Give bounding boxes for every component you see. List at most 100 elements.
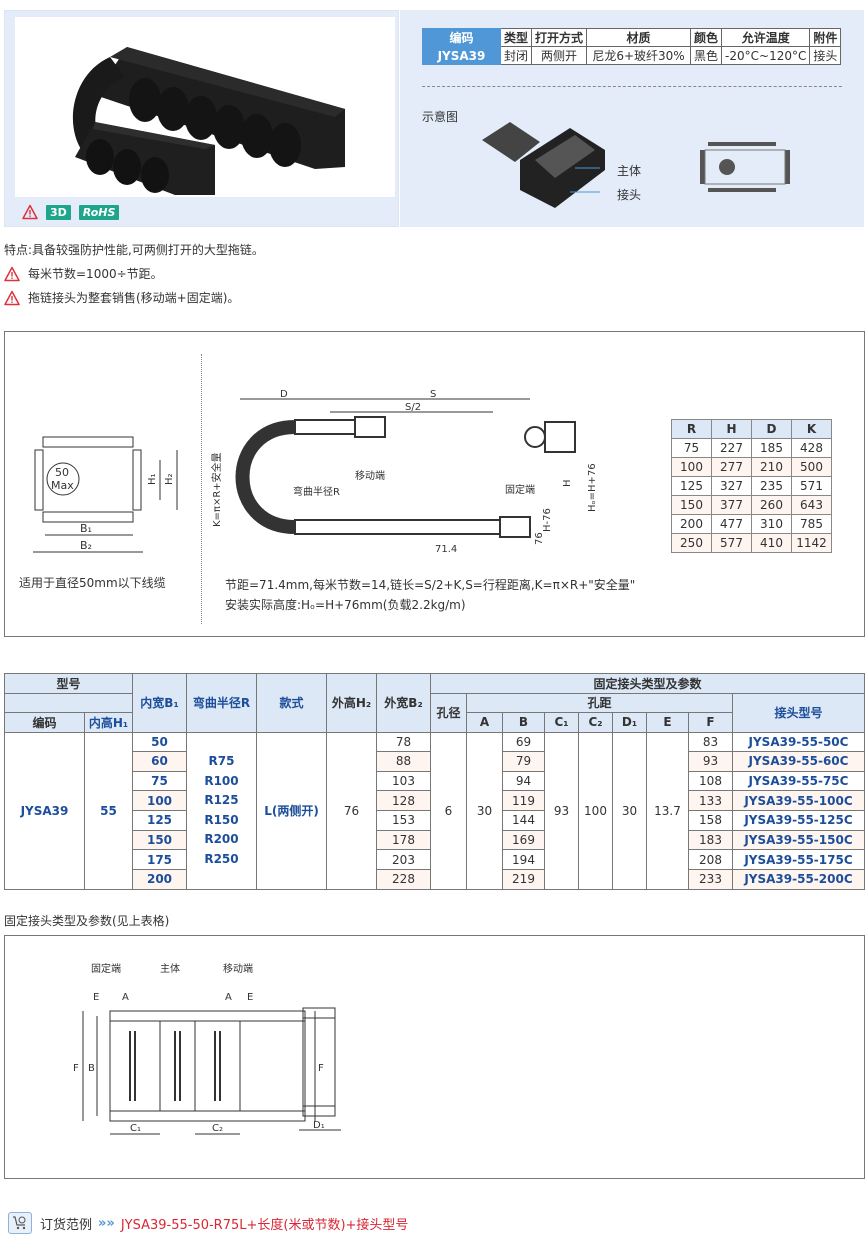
rohs-badge: RoHS — [78, 204, 120, 220]
f-label: F — [73, 1063, 79, 1074]
feature-note: 每米节数=1000÷节距。 — [4, 262, 264, 286]
e-label: E — [93, 992, 99, 1003]
inner-width-cell: 60 — [132, 751, 187, 772]
cell: 185 — [751, 438, 792, 458]
outer-width-cell: 128 — [376, 790, 431, 811]
inner-width-cell: 125 — [132, 810, 187, 831]
cell: 500 — [791, 457, 832, 477]
style-cell: L(两侧开) — [256, 731, 327, 890]
outer-width-cell: 203 — [376, 849, 431, 870]
e-cell: 13.7 — [646, 731, 689, 890]
joint-section-title: 固定接头类型及参数(见上表格) — [4, 914, 170, 928]
cross-section-thumb — [700, 142, 790, 192]
product-photo — [15, 17, 395, 197]
cell: 125 — [671, 476, 712, 496]
spec-header-code: 编码 — [422, 28, 501, 47]
fixed-end-label: 固定端 — [505, 483, 535, 496]
inner-height-cell: 55 — [84, 731, 133, 890]
warning-icon — [4, 290, 20, 306]
outer-width-cell: 78 — [376, 731, 431, 753]
header-row-1: 型号 内宽B₁ 弯曲半径R 款式 外高H₂ 外宽B₂ 固定接头类型及参数 — [4, 673, 865, 733]
rhdk-header: K — [791, 419, 832, 439]
k-label: K=π×R+安全量 — [210, 452, 223, 527]
rhdk-header: R — [671, 419, 712, 439]
spec-code: JYSA39 — [422, 46, 501, 65]
order-example: 订货范例 »» JYSA39-55-50-R75L+长度(米或节数)+接头型号 — [8, 1212, 408, 1234]
spec-temp: -20°C~120°C — [721, 46, 811, 65]
header-inner-width: 内宽B₁ — [132, 673, 187, 733]
spec-open: 两侧开 — [531, 46, 588, 65]
spec-header-accessory: 附件 — [809, 28, 842, 47]
spec-header-type: 类型 — [499, 28, 533, 47]
note-text: 每米节数=1000÷节距。 — [28, 267, 163, 281]
outer-width-cell: 178 — [376, 829, 431, 851]
table-row: JYSA39 55 50 R75 R100 R125 R150 R200 R25… — [4, 731, 865, 890]
product-header: 3D RoHS 编码 类型 打开方式 材质 颜色 允许温度 附件 JYSA39 … — [0, 0, 868, 228]
hf-label: Hₒ=H+76 — [587, 463, 598, 512]
d1-label: D₁ — [313, 1120, 325, 1131]
header-model: 型号 — [4, 673, 133, 694]
arrow-icon: »» — [98, 1215, 115, 1231]
formula-line-1: 节距=71.4mm,每米节数=14,链长=S/2+K,S=行程距离,K=π×R+… — [225, 578, 636, 592]
cross-section-drawing: 50 Max B₁ B₂ H₁ H₂ — [33, 436, 178, 553]
b-cell: 144 — [502, 810, 545, 831]
b2-label: B₂ — [80, 539, 92, 552]
b-cell: 79 — [502, 751, 545, 772]
joint-model-cell: JYSA39-55-100C — [732, 790, 865, 811]
moving-end-label: 移动端 — [355, 469, 385, 482]
3d-badge: 3D — [46, 204, 71, 220]
warning-icon — [4, 266, 20, 282]
d-label: D — [280, 389, 288, 400]
cable-note: 适用于直径50mm以下线缆 — [19, 576, 166, 590]
header-style: 款式 — [256, 673, 327, 733]
header-outer-width: 外宽B₂ — [376, 673, 431, 733]
b-cell: 94 — [502, 770, 545, 792]
cell: 377 — [711, 495, 752, 515]
c1-cell: 93 — [544, 731, 579, 890]
rhdk-header: D — [751, 419, 792, 439]
outer-width-cell: 88 — [376, 751, 431, 772]
header-row-3: 编码 内高H₁ A B C₁ C₂ D₁ E F — [4, 712, 865, 733]
h76-label: H-76 — [542, 508, 553, 532]
cell: 643 — [791, 495, 832, 515]
cell: 260 — [751, 495, 792, 515]
joint-model-cell: JYSA39-55-50C — [732, 731, 865, 753]
inner-width-cell: 150 — [132, 829, 187, 851]
spec-color: 黑色 — [690, 46, 723, 65]
f-cell: 208 — [688, 849, 733, 870]
76-label: 76 — [534, 532, 545, 545]
cell: 235 — [751, 476, 792, 496]
f-cell: 233 — [688, 868, 733, 890]
spec-header-color: 颜色 — [690, 28, 723, 47]
hole-dia-cell: 6 — [430, 731, 467, 890]
a-label: A — [225, 992, 232, 1003]
header-f: F — [688, 712, 733, 733]
outer-width-cell: 153 — [376, 810, 431, 831]
header-code: 编码 — [4, 712, 85, 733]
drag-chain-render — [72, 47, 345, 195]
joint-side-view: D₁ — [299, 1007, 341, 1131]
cell: 428 — [791, 438, 832, 458]
radius-value: R150 — [204, 812, 239, 827]
b-cell: 69 — [502, 731, 545, 753]
header-c1: C₁ — [544, 712, 579, 733]
header-e: E — [646, 712, 689, 733]
callout-joint: 接头 — [617, 188, 642, 202]
joint-model-cell: JYSA39-55-175C — [732, 849, 865, 870]
outer-width-cell: 228 — [376, 868, 431, 890]
rhdk-header: H — [711, 419, 752, 439]
outer-width-cell: 103 — [376, 770, 431, 792]
outer-height-cell: 76 — [326, 731, 377, 890]
a-label: A — [122, 992, 129, 1003]
feature-list: 特点:具备较强防护性能,可两侧打开的大型拖链。 每米节数=1000÷节距。 拖链… — [4, 238, 264, 310]
radius-value: R250 — [204, 851, 239, 866]
header-c2: C₂ — [578, 712, 613, 733]
b-cell: 219 — [502, 868, 545, 890]
